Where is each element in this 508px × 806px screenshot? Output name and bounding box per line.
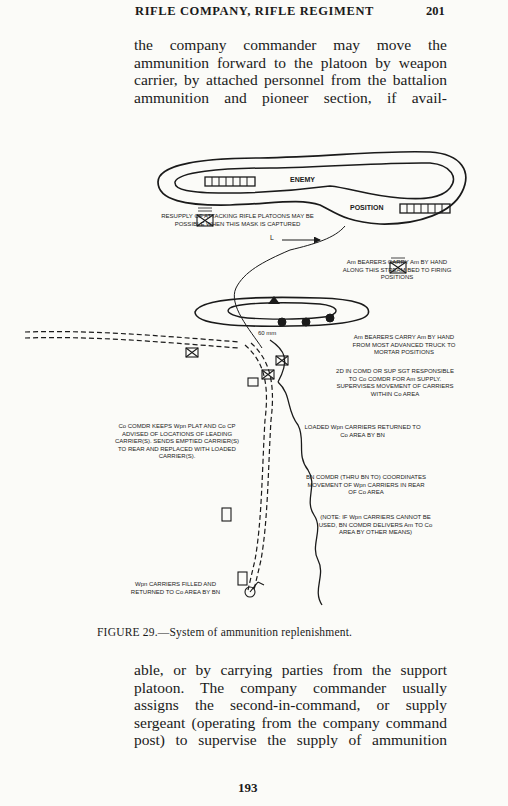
callout-note: Co COMDR KEEPS Wpn PLAT AND Co CP ADVISE… xyxy=(112,423,242,461)
callout-note: Am BEARERS CARRY Am BY HAND FROM MOST AD… xyxy=(345,334,463,357)
figure-caption: FIGURE 29.—System of ammunition replenis… xyxy=(97,626,352,638)
callout-note: 2D IN COMD OR SUP SGT RESPONSIBLE TO Co … xyxy=(335,368,455,398)
route-letter: L xyxy=(270,234,274,242)
page-number: 193 xyxy=(238,780,258,795)
page-number: 201 xyxy=(426,4,445,19)
callout-note: Wpn CARRIERS FILLED AND RETURNED TO Co A… xyxy=(128,581,223,596)
callout-note: Am BEARERS CARRY Am BY HAND ALONG THIS S… xyxy=(338,259,456,282)
body-text: able, or by carrying parties from the su… xyxy=(134,661,447,749)
position-label: POSITION xyxy=(350,204,383,212)
callout-note: (NOTE: IF Wpn CARRIERS CANNOT BE USED, B… xyxy=(318,514,433,537)
running-head: RIFLE COMPANY, RIFLE REGIMENT xyxy=(135,4,374,19)
callout-note: LOADED Wpn CARRIERS RETURNED TO Co AREA … xyxy=(300,424,425,439)
weapon-label: 60 mm xyxy=(258,330,276,338)
callout-note: RESUPPLY OF ATTACKING RIFLE PLATOONS MAY… xyxy=(160,213,315,228)
position-label: ENEMY xyxy=(290,176,315,184)
body-text: the company commander may move the ammun… xyxy=(134,36,447,106)
callout-note: BN COMDR (THRU BN TO) COORDINATES MOVEME… xyxy=(306,474,426,497)
